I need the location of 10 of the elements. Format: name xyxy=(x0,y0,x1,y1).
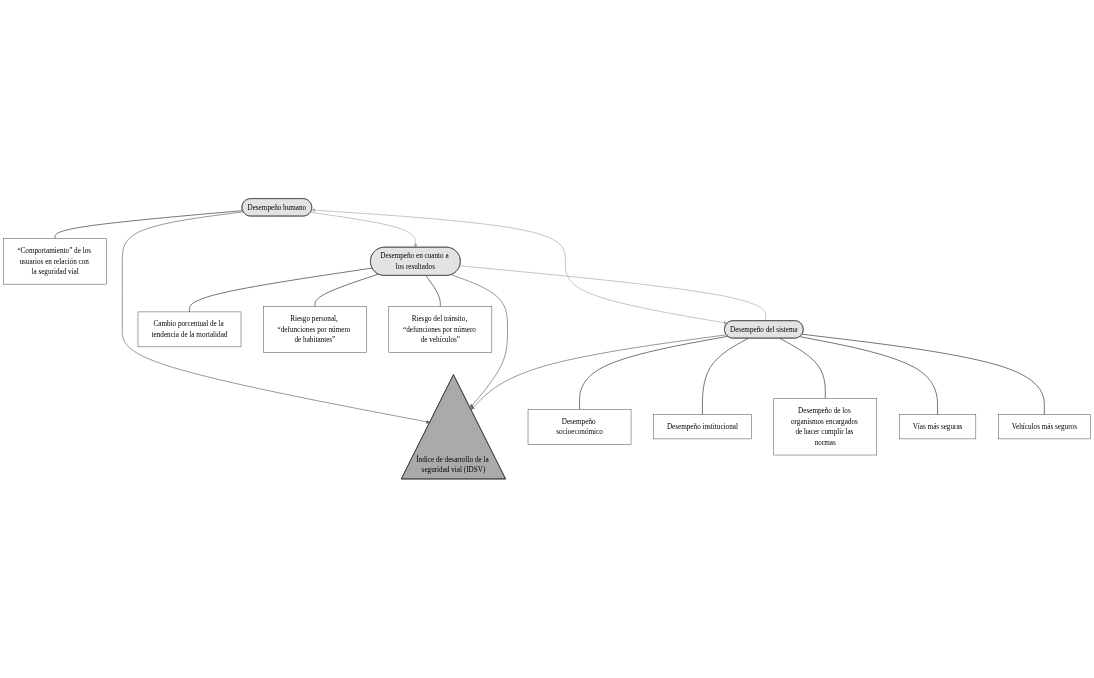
connector xyxy=(702,338,749,416)
connector xyxy=(459,265,767,322)
connector xyxy=(54,210,244,239)
connector xyxy=(579,336,729,410)
connector xyxy=(425,275,441,308)
connector xyxy=(801,334,1045,416)
connector xyxy=(189,267,373,313)
connector xyxy=(314,274,379,308)
connector xyxy=(779,338,826,400)
connector xyxy=(799,336,938,416)
